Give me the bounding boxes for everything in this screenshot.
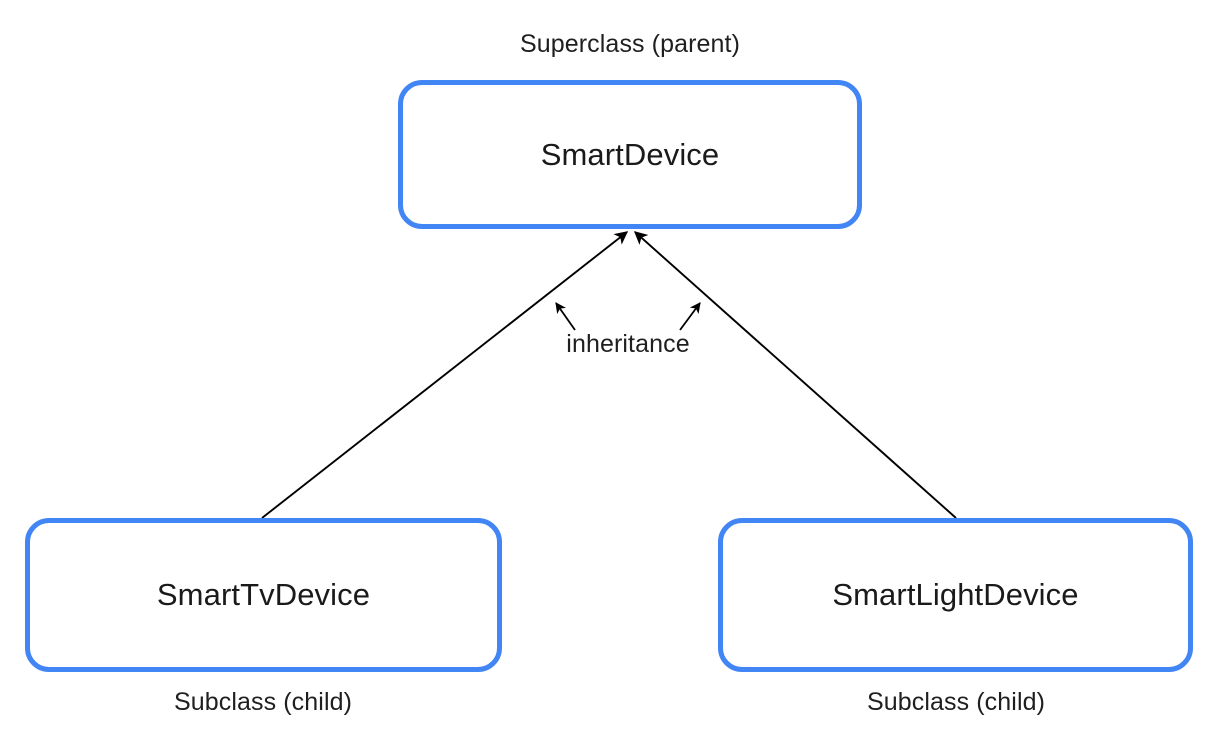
class-box-smartlightdevice[interactable]: SmartLightDevice xyxy=(718,518,1193,672)
subclass-light-caption: Subclass (child) xyxy=(866,688,1046,716)
class-box-smarttvdevice-label: SmartTvDevice xyxy=(156,577,371,612)
superclass-caption: Superclass (parent) xyxy=(519,30,741,58)
class-box-smarttvdevice[interactable]: SmartTvDevice xyxy=(25,518,502,672)
callout-arrow-left-icon xyxy=(555,302,576,331)
class-box-smartdevice[interactable]: SmartDevice xyxy=(398,80,862,229)
callout-arrow-right-icon xyxy=(679,302,701,331)
class-box-smartlightdevice-label: SmartLightDevice xyxy=(832,577,1079,612)
subclass-tv-caption: Subclass (child) xyxy=(173,688,353,716)
inheritance-edge-label: inheritance xyxy=(566,330,690,358)
edge-line-light-to-superclass xyxy=(634,231,957,519)
class-box-smartdevice-label: SmartDevice xyxy=(540,136,720,172)
edge-line-tv-to-superclass xyxy=(261,231,629,519)
